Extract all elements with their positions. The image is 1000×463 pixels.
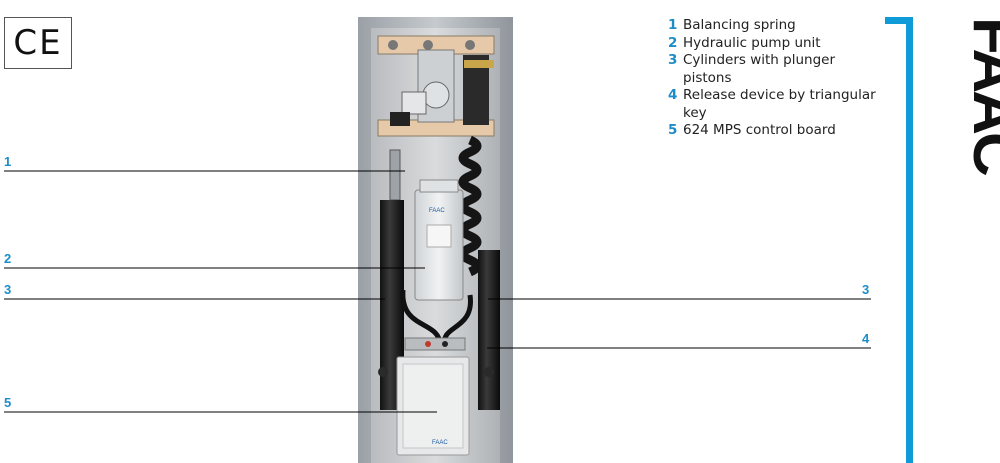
valve-block (404, 337, 466, 351)
callout-left-5: 5 (4, 395, 12, 410)
callout-left-3: 3 (4, 282, 12, 297)
faac-logo: FAAC (960, 17, 1000, 176)
legend-text: Release device by triangular key (683, 87, 876, 121)
legend-number: 4 (668, 87, 678, 103)
callout-left-2: 2 (4, 251, 12, 266)
legend-text: 624 MPS control board (683, 122, 836, 138)
callout-left-1: 1 (4, 154, 12, 169)
leader-lines (4, 170, 871, 413)
callout-right-3: 3 (862, 282, 870, 297)
legend-text: Hydraulic pump unit (683, 34, 821, 51)
parts-legend: 1 Balancing spring 2 Hydraulic pump unit 3… (668, 17, 883, 140)
ce-mark: CE (4, 17, 72, 69)
legend-item: 5 624 MPS control board (668, 122, 883, 140)
brand-accent-bar (906, 17, 913, 463)
legend-number: 5 (668, 122, 678, 138)
brand-accent-top (885, 17, 913, 24)
pump-brand-label: FAAC (429, 208, 445, 214)
lever-hub (422, 81, 450, 109)
legend-number: 1 (668, 17, 678, 33)
legend-item: 2 Hydraulic pump unit (668, 35, 883, 53)
cylinder-right (478, 250, 500, 410)
legend-item: 1 Balancing spring (668, 17, 883, 35)
legend-number: 3 (668, 52, 678, 68)
legend-text: Cylinders with plunger pistons (683, 52, 836, 86)
legend-item: 4 Release device by triangular key (668, 87, 883, 122)
box-brand-label: FAAC (432, 440, 448, 446)
legend-number: 2 (668, 34, 678, 51)
legend-item: 3 Cylinders with plunger pistons (668, 52, 883, 87)
callout-right-4: 4 (862, 331, 870, 346)
piston-rod-left (389, 149, 401, 201)
legend-text: Balancing spring (683, 17, 796, 33)
